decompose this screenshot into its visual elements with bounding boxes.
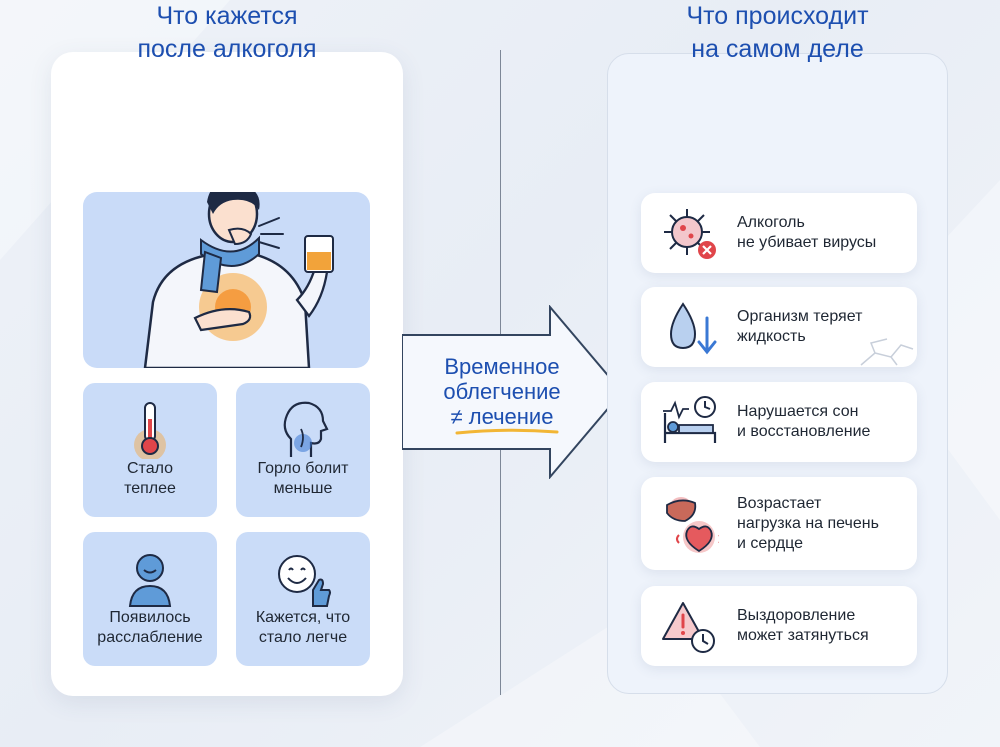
card-text-fluid: Организм теряет жидкость [737,308,863,345]
right-panel-title: Что происходит на самом деле [686,2,869,63]
throat-icon [283,401,329,457]
center-line-1: Временное [444,354,560,379]
person-icon [128,554,172,607]
hero-illustration [83,192,370,368]
card-text-virus: Алкоголь не убивает вирусы [737,214,877,251]
tile-easier: Кажется, что стало легче [236,532,370,666]
water-drop-icon [669,302,717,355]
card-text-sleep: Нарушается сон и восстановление [737,403,871,440]
smile-thumbs-up-icon [278,555,331,607]
coughing-man-icon [143,192,334,368]
card-text-recovery: Выздоровление может затянуться [737,607,869,644]
right-arrow-icon [402,305,624,479]
bed-clock-icon [663,396,717,443]
not-equal-sign: ≠ [450,404,463,429]
center-line-2: облегчение [443,379,561,404]
card-virus: Алкоголь не убивает вирусы [641,193,917,273]
tile-relax: Появилось расслабление [83,532,217,666]
card-load: Возрастает нагрузка на печень и сердце [641,477,917,570]
card-sleep: Нарушается сон и восстановление [641,382,917,462]
virus-icon [664,209,716,259]
tile-warmer: Стало теплее [83,383,217,517]
center-line-3: лечение [468,404,554,429]
liver-heart-icon [666,496,719,553]
warning-clock-icon [662,602,715,653]
card-text-load: Возрастает нагрузка на печень и сердце [737,494,879,552]
card-recovery: Выздоровление может затянуться [641,586,917,666]
center-message: Временное облегчение ≠ лечение [418,354,586,429]
highlight-underline [455,428,559,435]
tile-throat: Горло болит меньше [236,383,370,517]
cracks-decoration [860,338,914,366]
tile-label-throat: Горло болит меньше [257,460,349,497]
left-panel-title: Что кажется после алкоголя [137,2,317,63]
card-fluid: Организм теряет жидкость [641,287,917,367]
thermometer-icon [134,402,166,459]
tile-label-relax: Появилось расслабление [97,609,203,646]
tile-label-warmer: Стало теплее [124,460,176,497]
tile-label-easier: Кажется, что стало легче [255,609,351,646]
